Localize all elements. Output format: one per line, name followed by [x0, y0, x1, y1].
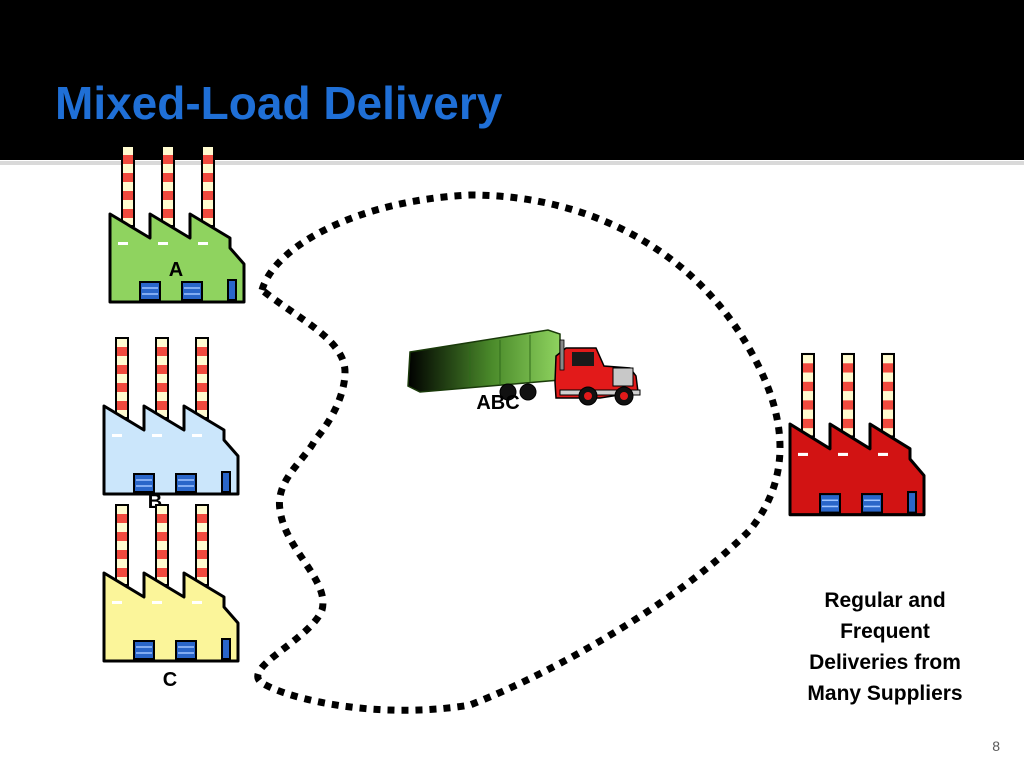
factory-a-label: A — [169, 259, 183, 281]
title-divider — [0, 161, 1024, 165]
factory-c-icon — [102, 503, 240, 663]
caption-line: Regular and — [824, 589, 946, 612]
factory-b — [102, 336, 240, 496]
truck-label: ABC — [476, 392, 519, 414]
slide-title: Mixed-Load Delivery — [55, 77, 503, 129]
destination-factory-icon — [788, 352, 926, 517]
factory-b-icon — [102, 336, 240, 496]
caption: Regular and Frequent Deliveries from Man… — [770, 585, 1000, 709]
factory-c — [102, 503, 240, 663]
delivery-route — [254, 191, 784, 714]
slide-number: 8 — [992, 738, 1000, 754]
truck-icon — [407, 329, 641, 406]
title-bar — [0, 0, 1024, 160]
destination-factory — [788, 352, 926, 517]
caption-line: Deliveries from — [809, 651, 961, 674]
factory-c-label: C — [163, 669, 177, 691]
caption-line: Many Suppliers — [807, 682, 963, 705]
caption-line: Frequent — [840, 620, 930, 643]
